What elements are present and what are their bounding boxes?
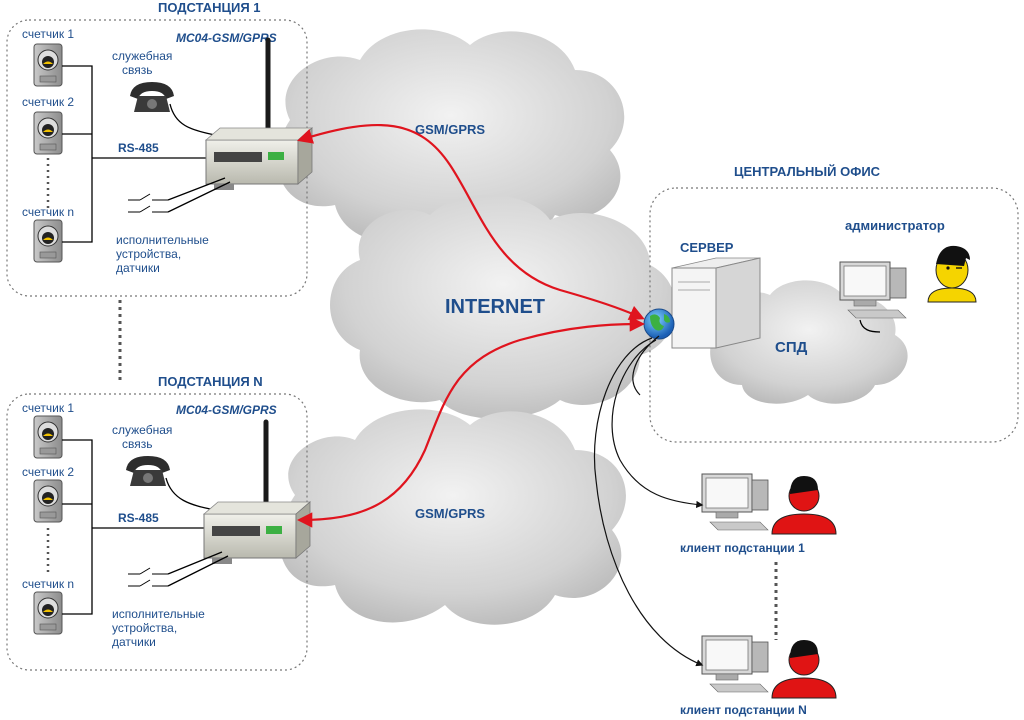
meter-n-icon — [33, 591, 63, 635]
meter-2-icon — [33, 479, 63, 523]
globe-icon — [643, 308, 675, 340]
meter-2-label: счетчик 2 — [22, 465, 74, 479]
service-line-label-2: связь — [122, 437, 153, 451]
substation-1-model: МС04-GSM/GPRS — [176, 31, 277, 45]
meter-2-label: счетчик 2 — [22, 95, 74, 109]
admin-label: администратор — [845, 218, 945, 233]
cloud-lan-label: СПД — [775, 339, 808, 356]
actuators-label-3: датчики — [116, 261, 160, 275]
switch-icon — [127, 567, 169, 575]
substation-n-title: ПОДСТАНЦИЯ N — [158, 374, 263, 389]
client-1: клиент подстанции 1 — [680, 473, 837, 555]
switch-icon — [127, 579, 169, 587]
actuators-label-2: устройства, — [116, 247, 181, 261]
actuators-label-2: устройства, — [112, 621, 177, 635]
phone-icon — [130, 82, 174, 112]
rs485-bus — [62, 439, 210, 615]
meter-n-label: счетчик n — [22, 577, 74, 591]
actuator-wires — [167, 551, 229, 587]
substation-n: ПОДСТАНЦИЯ N МС04-GSM/GPRS счетчик 1 сче… — [6, 374, 311, 671]
meter-n-icon — [33, 219, 63, 263]
client-n-label: клиент подстанции N — [680, 703, 807, 717]
meter-1-icon — [33, 43, 63, 87]
switch-icon — [127, 205, 169, 213]
central-office-title: ЦЕНТРАЛЬНЫЙ ОФИС — [734, 164, 881, 179]
cloud-internet-label: INTERNET — [445, 296, 545, 318]
admin-person-icon — [927, 245, 977, 303]
meter-1-label: счетчик 1 — [22, 27, 74, 41]
actuators-label-1: исполнительные — [116, 233, 209, 247]
rs485-bus — [62, 65, 210, 243]
service-line-label-1: служебная — [112, 423, 172, 437]
service-line-label-1: служебная — [112, 49, 172, 63]
admin-lan-wire — [859, 319, 881, 333]
substation-1-title: ПОДСТАНЦИЯ 1 — [158, 0, 261, 15]
client-1-label: клиент подстанции 1 — [680, 541, 805, 555]
modem-device — [203, 501, 311, 565]
actuator-wires — [167, 177, 231, 213]
phone-wire — [165, 477, 216, 511]
rs485-label: RS-485 — [118, 511, 159, 525]
meter-n-label: счетчик n — [22, 205, 74, 219]
gsm-link-1-arrow — [297, 124, 645, 320]
service-line-label-2: связь — [122, 63, 153, 77]
substation-n-model: МС04-GSM/GPRS — [176, 403, 277, 417]
substation-1: ПОДСТАНЦИЯ 1 МС04-GSM/GPRS счетчик 1 сче… — [6, 0, 313, 297]
switch-icon — [127, 193, 169, 201]
phone-wire — [169, 103, 216, 136]
cloud-gsm-top-label: GSM/GPRS — [415, 122, 485, 137]
client-n-monitor-icon — [701, 635, 769, 693]
client-n-person-icon — [771, 640, 837, 699]
modem-device — [205, 127, 313, 191]
cloud-gsm-bottom-label: GSM/GPRS — [415, 506, 485, 521]
gsm-link-n-arrow — [296, 316, 646, 528]
client-1-person-icon — [771, 476, 837, 535]
meter-1-icon — [33, 415, 63, 459]
central-office: ЦЕНТРАЛЬНЫЙ ОФИС СЕРВЕР администратор — [643, 164, 1019, 443]
meter-1-label: счетчик 1 — [22, 401, 74, 415]
server-link-wire — [632, 335, 660, 396]
meter-2-icon — [33, 111, 63, 155]
actuators-label-1: исполнительные — [112, 607, 205, 621]
client-1-monitor-icon — [701, 473, 769, 531]
rs485-label: RS-485 — [118, 141, 159, 155]
client-1-link-arrow — [611, 339, 704, 509]
server-label: СЕРВЕР — [680, 240, 734, 255]
phone-icon — [126, 456, 170, 486]
client-n: клиент подстанции N — [680, 635, 837, 717]
client-n-link-arrow — [593, 337, 704, 667]
actuators-label-3: датчики — [112, 635, 156, 649]
server-icon — [671, 257, 761, 349]
